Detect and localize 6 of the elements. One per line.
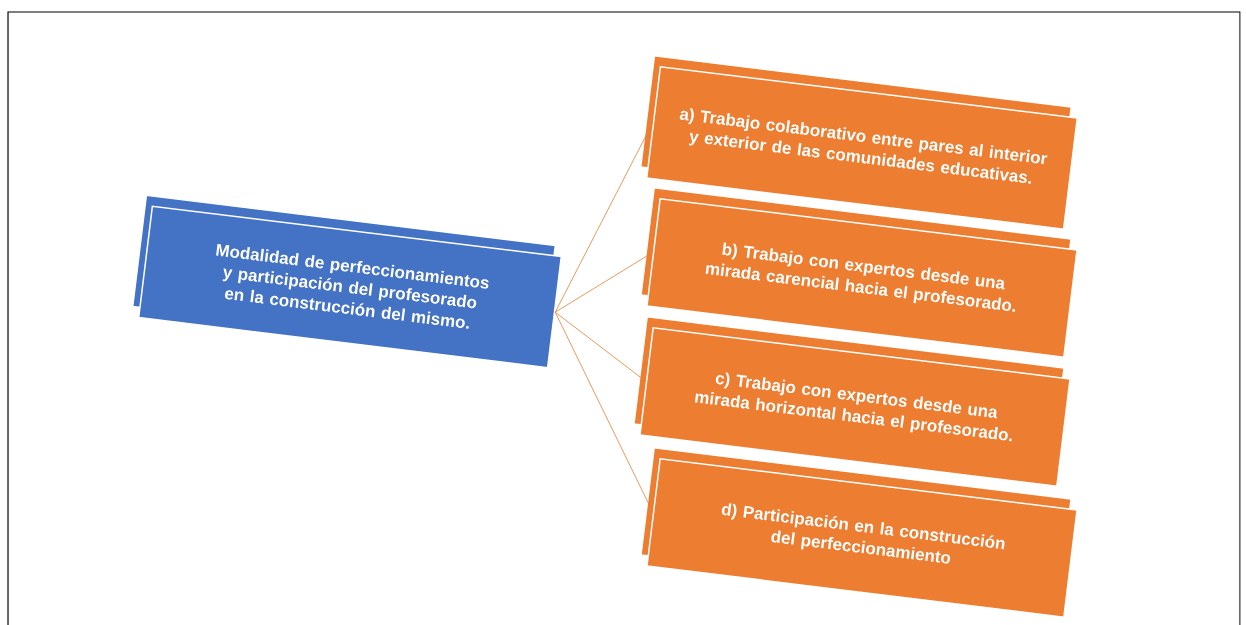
topic-box: Modalidad de perfeccionamientos y participación del profesorado en la construcción del mismo. [131,194,563,369]
node-label: d) Participación en la construcción del perfeccionamiento [721,503,1005,564]
connector-line [554,121,654,313]
connector-line [554,251,654,313]
connector-line [554,311,647,382]
connector-line [554,311,654,513]
